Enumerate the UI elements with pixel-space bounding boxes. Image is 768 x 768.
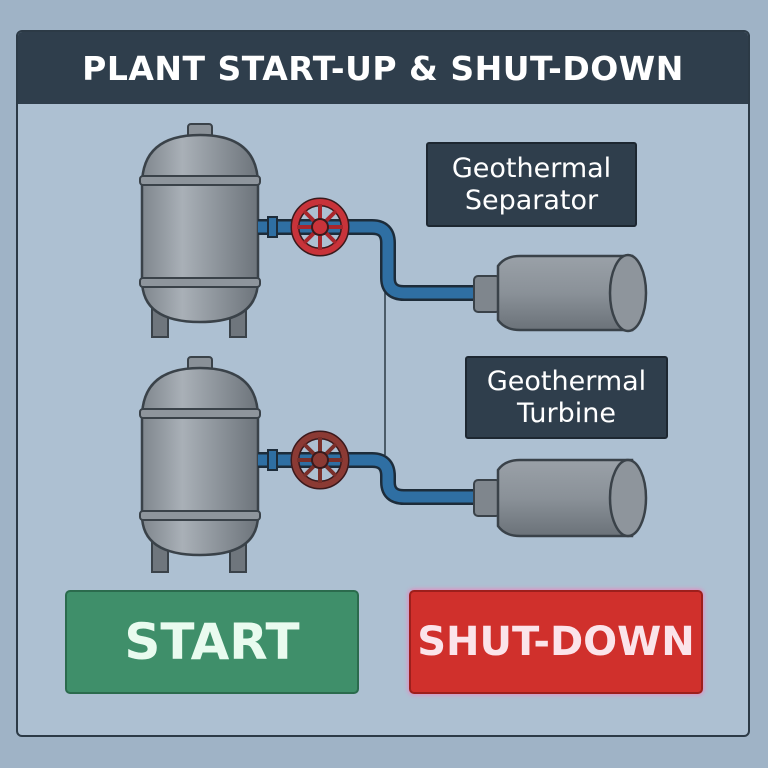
separator-label-line1: Geothermal: [451, 152, 612, 184]
page-title: PLANT START-UP & SHUT-DOWN: [18, 32, 748, 104]
shutdown-button[interactable]: SHUT-DOWN: [409, 590, 703, 694]
lower-valve-wheel-icon[interactable]: [290, 430, 350, 490]
turbine-label: Geothermal Turbine: [465, 356, 668, 439]
upper-pipe: [258, 216, 478, 301]
turbine-label-line1: Geothermal: [486, 365, 647, 397]
lower-pipe: [258, 449, 478, 505]
lower-tank: [139, 356, 261, 573]
upper-valve-wheel-icon[interactable]: [290, 197, 350, 257]
upper-turbine: [473, 253, 648, 333]
separator-label-line2: Separator: [464, 184, 599, 216]
turbine-label-line2: Turbine: [517, 397, 616, 429]
separator-label: Geothermal Separator: [426, 142, 637, 227]
upper-tank: [139, 123, 261, 338]
start-button[interactable]: START: [65, 590, 359, 694]
lower-turbine: [473, 458, 648, 538]
